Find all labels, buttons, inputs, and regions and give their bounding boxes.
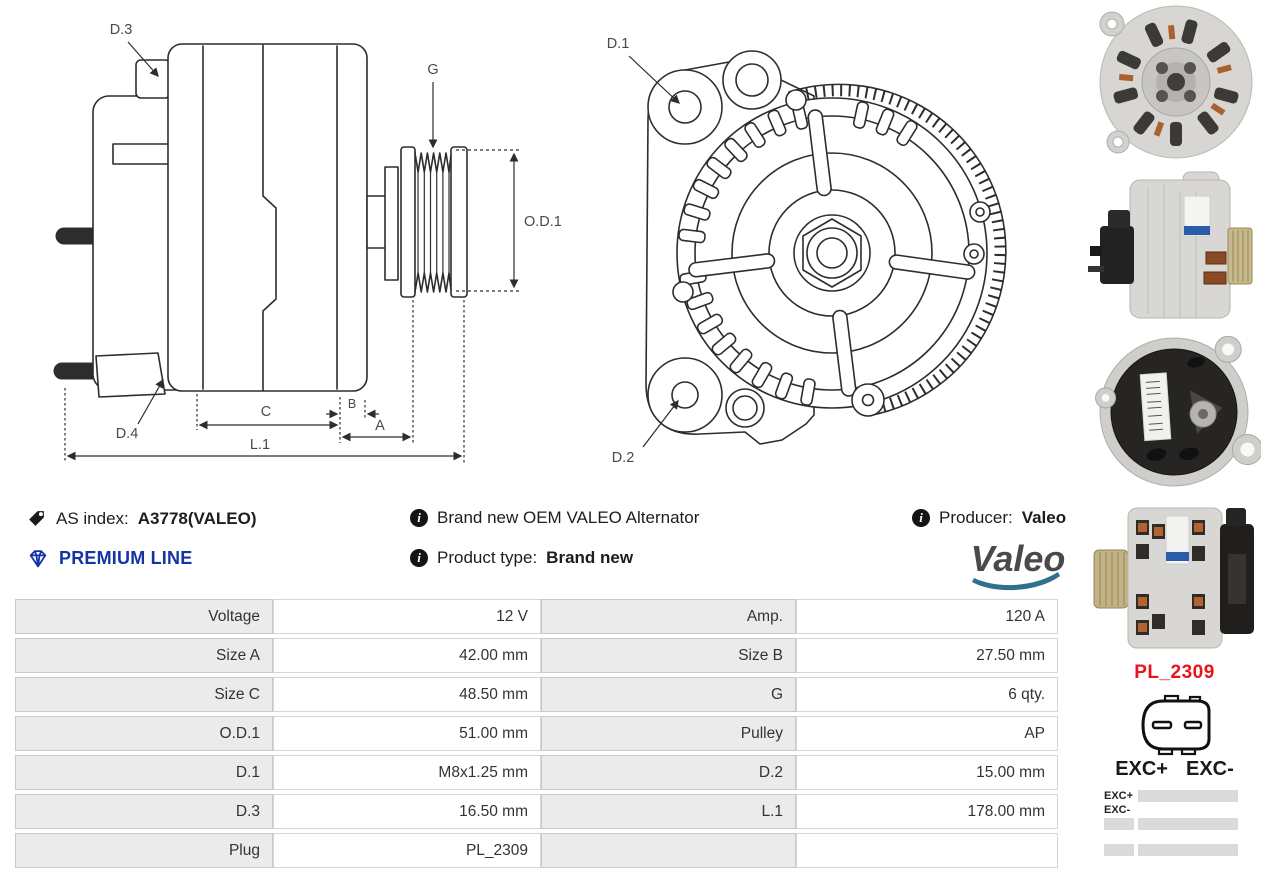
spec-value: 6 qty. — [796, 677, 1058, 712]
spokes — [688, 109, 976, 397]
info-icon: i — [410, 549, 428, 567]
dim-label-d2: D.2 — [612, 450, 635, 466]
front-view-dimensions — [628, 55, 680, 448]
table-row: Plug PL_2309 — [15, 833, 1058, 868]
side-view-diagram — [53, 43, 468, 398]
alternator-photo-rear[interactable] — [1088, 2, 1261, 164]
legend-bar — [1138, 790, 1238, 802]
premium-line-badge[interactable]: PREMIUM LINE — [59, 548, 193, 568]
table-row: Size C 48.50 mm G 6 qty. — [15, 677, 1058, 712]
dim-label-d1: D.1 — [607, 36, 630, 52]
dim-label-g: G — [427, 62, 438, 78]
valeo-brand-logo: Valeo — [971, 538, 1066, 591]
plug-terminals: EXC+ EXC- — [1088, 758, 1261, 781]
legend-bar — [1138, 844, 1238, 856]
spec-value: 15.00 mm — [796, 755, 1058, 790]
legend-row: EXC- — [1104, 804, 1238, 816]
plug-legend: EXC+ EXC- — [1104, 790, 1238, 858]
legend-row — [1104, 818, 1238, 830]
spec-value: 42.00 mm — [273, 638, 541, 673]
product-type-value: Brand new — [546, 548, 634, 567]
legend-exc-plus: EXC+ — [1104, 790, 1134, 802]
spec-label: Voltage — [15, 599, 273, 634]
alternator-photo-side[interactable] — [1088, 168, 1261, 330]
spec-label: L.1 — [541, 794, 796, 829]
info-icon: i — [912, 509, 930, 527]
legend-exc-minus: EXC- — [1104, 804, 1131, 816]
as-index-label: AS index: — [56, 508, 129, 528]
product-description: Brand new OEM VALEO Alternator — [437, 508, 700, 527]
product-type-row: i Product type: Brand new — [410, 548, 633, 568]
table-row: D.3 16.50 mm L.1 178.00 mm — [15, 794, 1058, 829]
front-view-diagram — [645, 50, 1007, 445]
dim-label-d4: D.4 — [116, 426, 139, 442]
spec-value: AP — [796, 716, 1058, 751]
spec-label: D.1 — [15, 755, 273, 790]
terminal-exc-plus: EXC+ — [1115, 758, 1168, 780]
spec-label: G — [541, 677, 796, 712]
legend-box — [1104, 844, 1134, 856]
table-row: O.D.1 51.00 mm Pulley AP — [15, 716, 1058, 751]
spec-label: Amp. — [541, 599, 796, 634]
spec-label — [541, 833, 796, 868]
table-row: Voltage 12 V Amp. 120 A — [15, 599, 1058, 634]
spec-label: D.3 — [15, 794, 273, 829]
spec-value: M8x1.25 mm — [273, 755, 541, 790]
as-index-value: A3778(VALEO) — [137, 508, 257, 528]
legend-row — [1104, 844, 1238, 856]
diamond-icon — [29, 550, 47, 568]
vent-slots — [678, 101, 918, 406]
legend-row: EXC+ — [1104, 790, 1238, 802]
description-row: i Brand new OEM VALEO Alternator — [410, 508, 699, 528]
spec-value — [796, 833, 1058, 868]
spec-table: Voltage 12 V Amp. 120 A Size A 42.00 mm … — [15, 595, 1058, 872]
table-row: D.1 M8x1.25 mm D.2 15.00 mm — [15, 755, 1058, 790]
legend-bar — [1138, 818, 1238, 830]
spec-value: 48.50 mm — [273, 677, 541, 712]
spec-label: Size A — [15, 638, 273, 673]
spec-value: 12 V — [273, 599, 541, 634]
spec-label: Size C — [15, 677, 273, 712]
producer-row: i Producer: Valeo — [912, 508, 1066, 528]
spec-label: Plug — [15, 833, 273, 868]
spec-label: Pulley — [541, 716, 796, 751]
technical-drawings: D.3 D.4 G O.D.1 C B A L.1 — [53, 22, 1007, 466]
legend-box — [1104, 818, 1134, 830]
product-type-label: Product type: — [437, 548, 538, 567]
spec-value: 27.50 mm — [796, 638, 1058, 673]
dim-label-l1: L.1 — [250, 437, 270, 453]
valeo-logo-swoosh — [972, 572, 1060, 591]
premium-line-row[interactable]: PREMIUM LINE — [26, 548, 192, 569]
terminal-exc-minus: EXC- — [1186, 758, 1234, 780]
valeo-logo-text: Valeo — [971, 538, 1066, 579]
as-index-row: AS index: A3778(VALEO) — [26, 508, 256, 529]
dim-label-b: B — [348, 397, 356, 411]
spec-label: O.D.1 — [15, 716, 273, 751]
tag-icon — [29, 511, 44, 526]
alternator-photo-side-pulley[interactable] — [1088, 494, 1261, 658]
producer-value: Valeo — [1021, 508, 1067, 527]
spec-value: 16.50 mm — [273, 794, 541, 829]
alternator-photo-rear-cover[interactable] — [1088, 332, 1261, 490]
spec-value: 178.00 mm — [796, 794, 1058, 829]
spec-label: D.2 — [541, 755, 796, 790]
spec-value: 120 A — [796, 599, 1058, 634]
spec-label: Size B — [541, 638, 796, 673]
dim-label-od1: O.D.1 — [524, 214, 562, 230]
info-icon: i — [410, 509, 428, 527]
plug-code: PL_2309 — [1134, 662, 1215, 683]
table-row: Size A 42.00 mm Size B 27.50 mm — [15, 638, 1058, 673]
plug-connector-icon — [1140, 694, 1210, 756]
dim-label-d3: D.3 — [110, 22, 133, 38]
plug-connector-wrap — [1088, 694, 1261, 761]
producer-label: Producer: — [939, 508, 1013, 527]
dim-label-c: C — [261, 404, 271, 420]
dim-label-a: A — [375, 418, 385, 434]
side-view-dimensions — [64, 41, 521, 463]
spec-value: 51.00 mm — [273, 716, 541, 751]
spec-value: PL_2309 — [273, 833, 541, 868]
